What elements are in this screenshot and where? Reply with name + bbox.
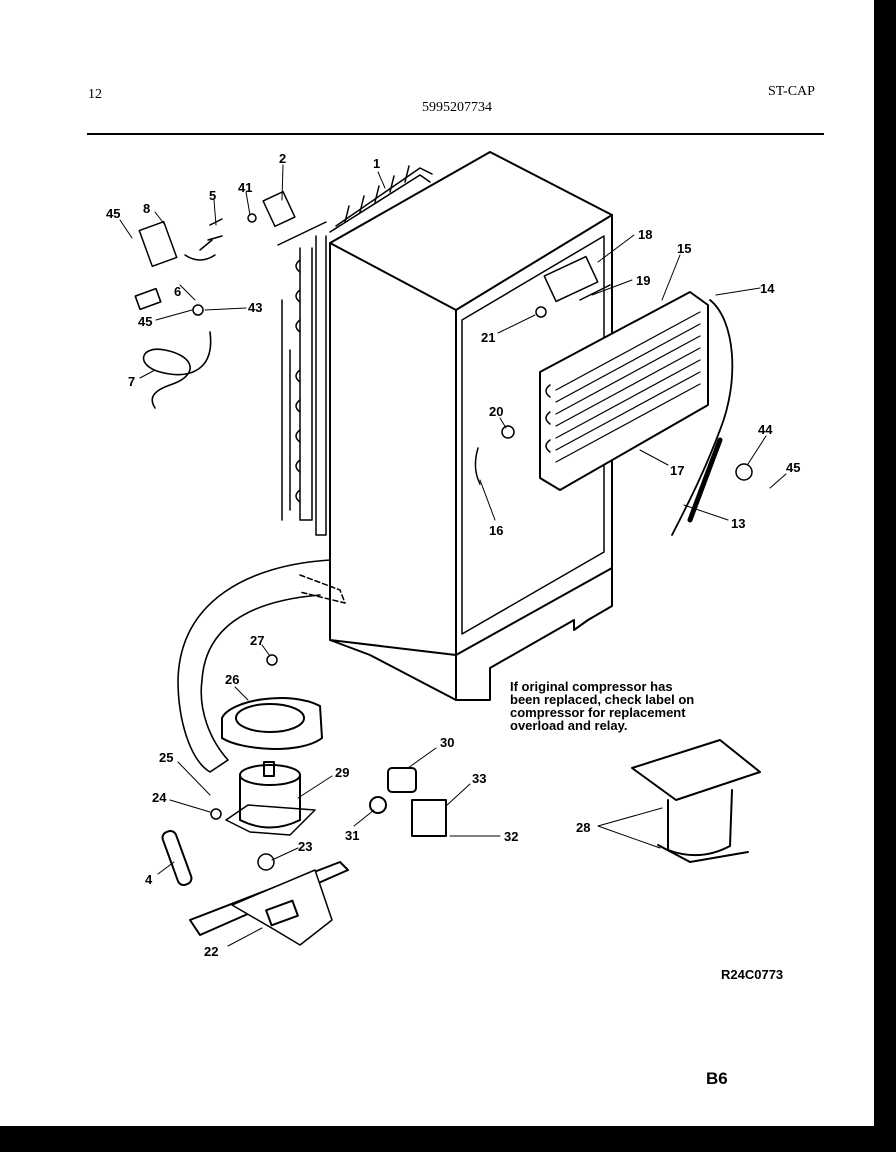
callout-2: 2: [279, 151, 286, 166]
note-line: compressor for replacement: [510, 705, 686, 720]
callout-5: 5: [209, 188, 216, 203]
condenser-coil: [277, 165, 433, 536]
callout-27: 27: [250, 633, 264, 648]
relay: [411, 799, 447, 837]
callout-45-top: 45: [106, 206, 120, 221]
exploded-parts-drawing: 1 2 41 5 8 45 6 45 43 7 18 15 14 19 21 2…: [106, 151, 800, 959]
callout-15: 15: [677, 241, 691, 256]
section-code: ST-CAP: [768, 84, 815, 99]
model-number: 5995207734: [422, 100, 492, 115]
refrigerator-cabinet: [329, 151, 613, 701]
callout-28: 28: [576, 820, 590, 835]
callout-29: 29: [335, 765, 349, 780]
callout-13: 13: [731, 516, 745, 531]
callout-8: 8: [143, 201, 150, 216]
callout-31: 31: [345, 828, 359, 843]
header-rule: [87, 133, 824, 135]
diagram-sheet: 12 5995207734 ST-CAP: [0, 0, 874, 1126]
callout-7: 7: [128, 374, 135, 389]
callout-20: 20: [489, 404, 503, 419]
callout-33: 33: [472, 771, 486, 786]
callout-numbers: 1 2 41 5 8 45 6 45 43 7 18 15 14 19 21 2…: [106, 151, 800, 959]
page-code: B6: [706, 1069, 728, 1088]
callout-24: 24: [152, 790, 167, 805]
compressor-rail: [189, 861, 349, 946]
callout-16: 16: [489, 523, 503, 538]
callout-32: 32: [504, 829, 518, 844]
flow-arrow: [177, 559, 331, 773]
note-line: overload and relay.: [510, 718, 628, 733]
callout-44: 44: [758, 422, 773, 437]
replacement-compressor: [631, 739, 761, 863]
compressor: [225, 761, 316, 836]
callout-43: 43: [248, 300, 262, 315]
callout-1: 1: [373, 156, 380, 171]
callout-23: 23: [298, 839, 312, 854]
compressor-note: If original compressor has been replaced…: [510, 680, 770, 732]
page-number: 12: [88, 87, 102, 102]
drier: [161, 829, 193, 887]
callout-22: 22: [204, 944, 218, 959]
callout-21: 21: [481, 330, 495, 345]
hardware: [138, 190, 753, 871]
suction-line: [687, 437, 723, 523]
leader-lines: [119, 164, 787, 947]
note-line: been replaced, check label on: [510, 692, 695, 707]
callout-18: 18: [638, 227, 652, 242]
callout-4: 4: [145, 872, 153, 887]
callout-19: 19: [636, 273, 650, 288]
power-cord: [134, 287, 212, 409]
callout-41: 41: [238, 180, 252, 195]
callout-17: 17: [670, 463, 684, 478]
evaporator: [539, 291, 709, 491]
callout-26: 26: [225, 672, 239, 687]
callout-45-mid: 45: [138, 314, 152, 329]
callout-45-right: 45: [786, 460, 800, 475]
overload-protector: [387, 767, 417, 793]
callout-6: 6: [174, 284, 181, 299]
drawing-code: R24C0773: [721, 967, 784, 982]
callout-30: 30: [440, 735, 454, 750]
note-line: If original compressor has: [510, 679, 673, 694]
base-pan: [221, 696, 323, 750]
callout-14: 14: [760, 281, 775, 296]
grommet: [369, 796, 387, 814]
callout-25: 25: [159, 750, 173, 765]
capillary-line: [671, 299, 734, 536]
